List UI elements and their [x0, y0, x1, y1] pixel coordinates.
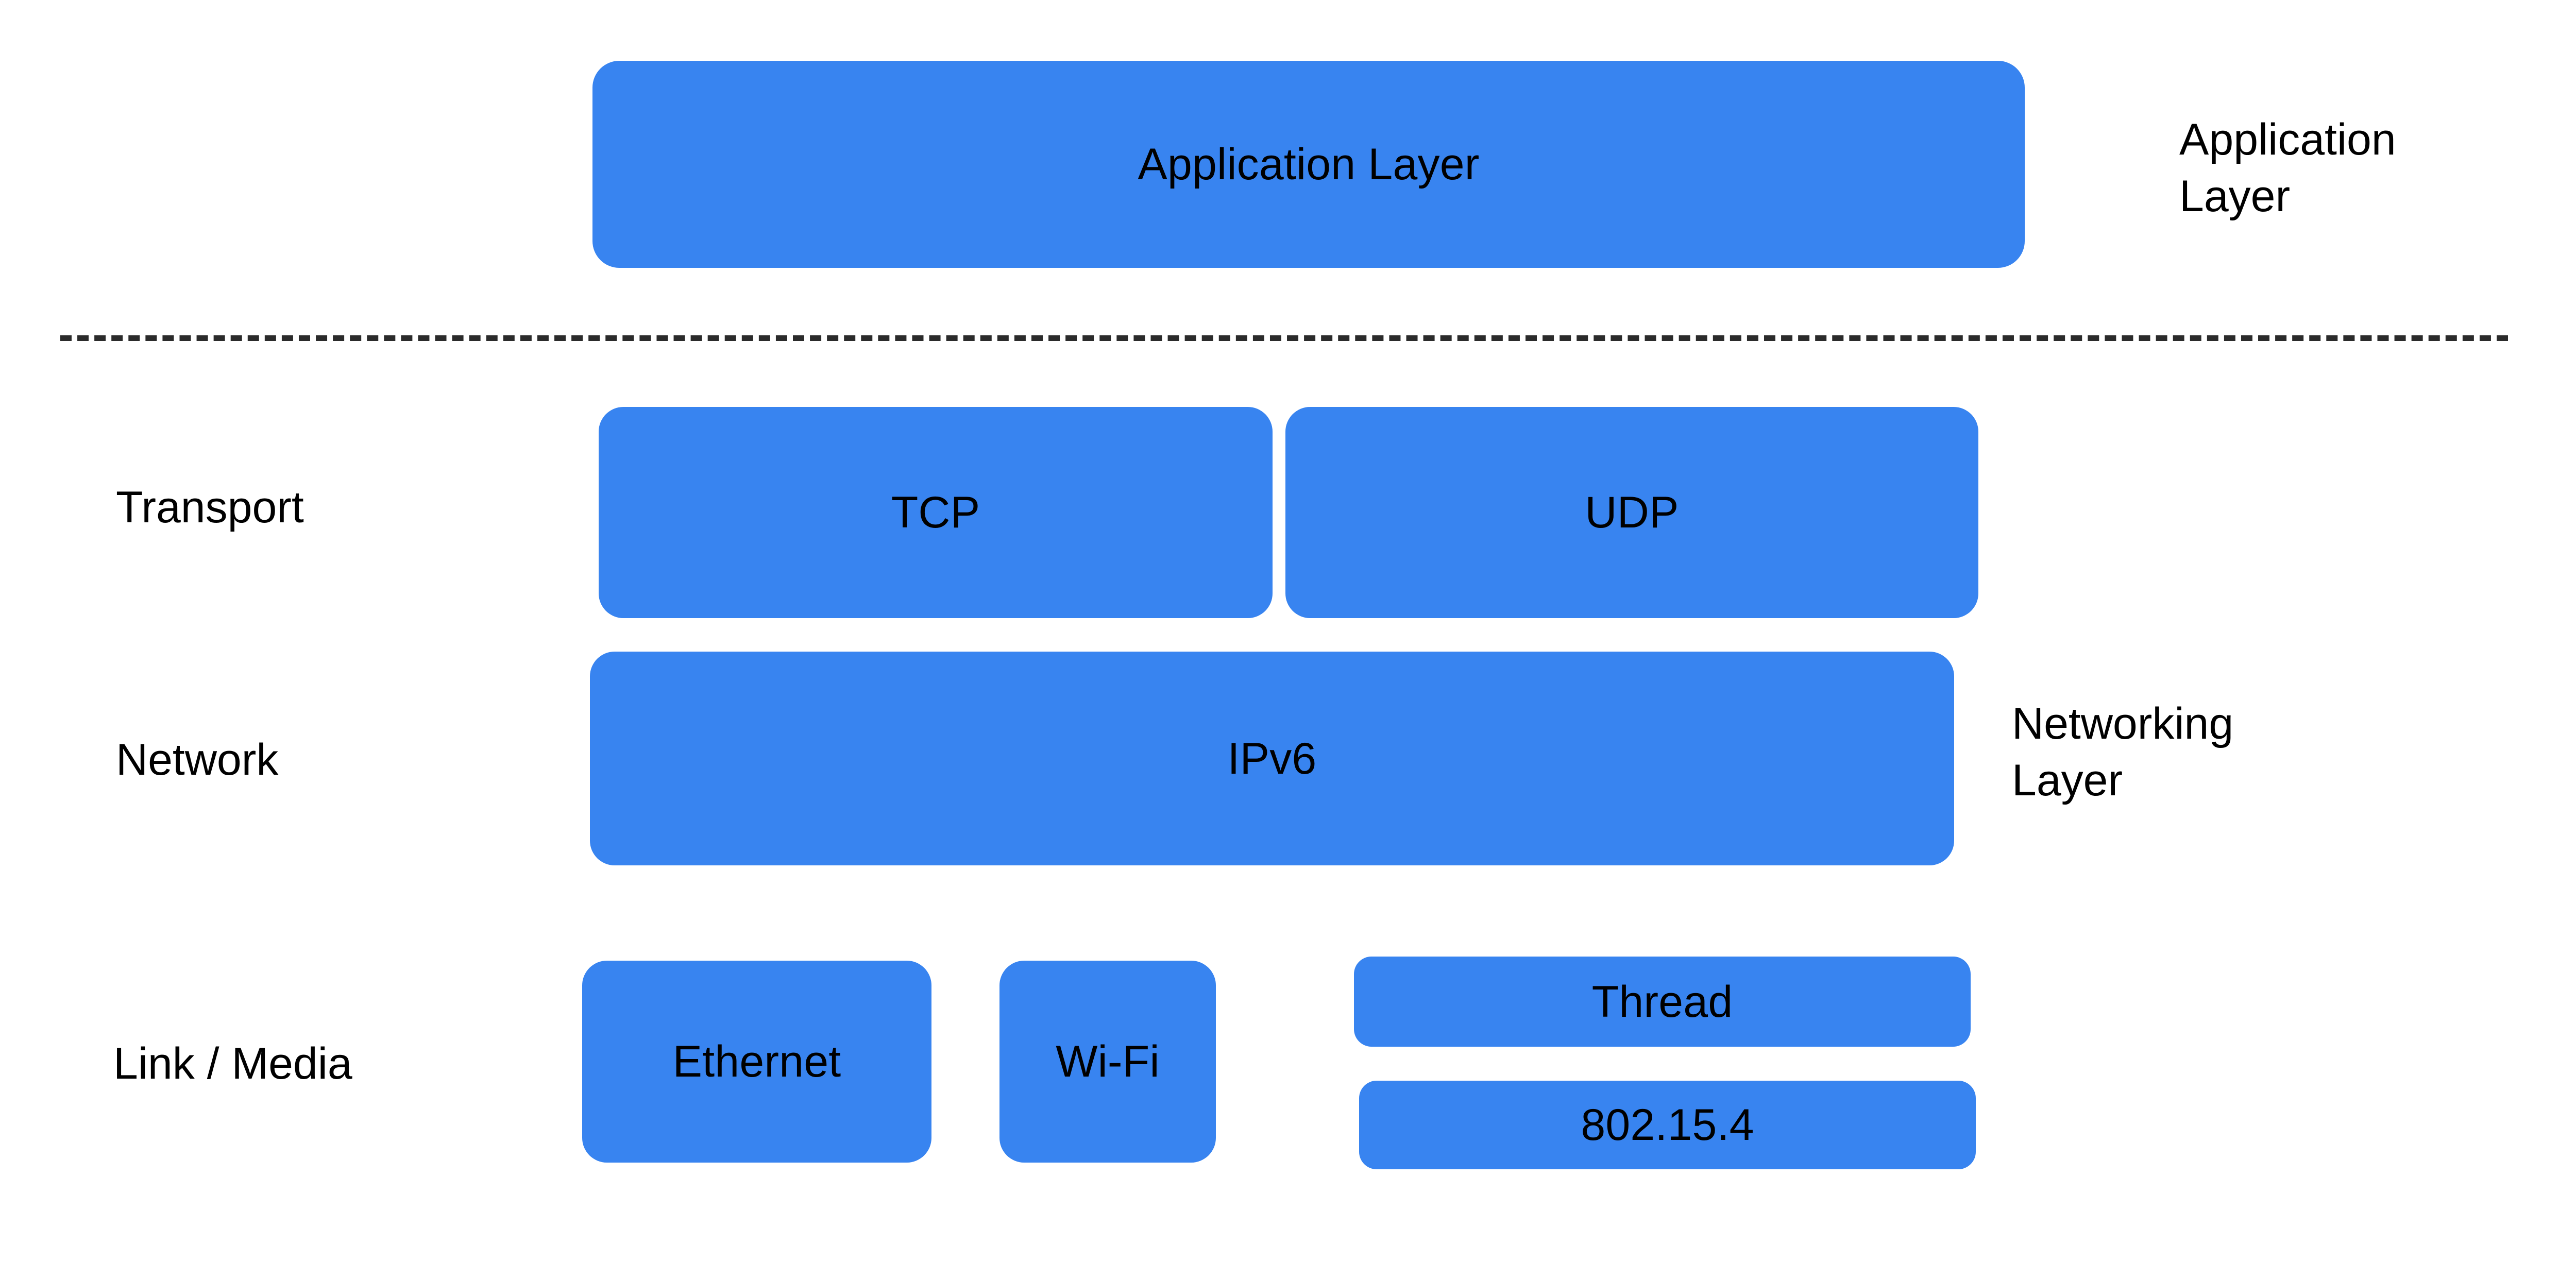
udp-box[interactable]: UDP	[1285, 407, 1978, 618]
side-label-application-line2: Layer	[2179, 172, 2291, 221]
ieee-802-15-4-box[interactable]: 802.15.4	[1359, 1081, 1976, 1169]
ethernet-box-label: Ethernet	[672, 1037, 841, 1086]
row-label-transport: Transport	[116, 483, 304, 532]
application-layer-box-label: Application Layer	[1138, 140, 1480, 189]
side-label-networking-line2: Layer	[2012, 756, 2123, 806]
wifi-box[interactable]: Wi-Fi	[999, 961, 1216, 1163]
wifi-box-label: Wi-Fi	[1056, 1037, 1160, 1086]
side-label-application-layer: Application Layer	[2179, 111, 2540, 225]
thread-box-label: Thread	[1591, 977, 1733, 1027]
row-label-link-media: Link / Media	[113, 1039, 352, 1088]
application-layer-box[interactable]: Application Layer	[592, 61, 2025, 268]
ipv6-box[interactable]: IPv6	[590, 652, 1954, 865]
dashed-divider	[60, 335, 2508, 341]
tcp-box-label: TCP	[891, 488, 980, 537]
udp-box-label: UDP	[1585, 488, 1679, 537]
ethernet-box[interactable]: Ethernet	[582, 961, 931, 1163]
tcp-box[interactable]: TCP	[599, 407, 1273, 618]
thread-box[interactable]: Thread	[1354, 957, 1971, 1047]
ipv6-box-label: IPv6	[1227, 734, 1317, 783]
side-label-application-line1: Application	[2179, 115, 2396, 164]
side-label-networking-layer: Networking Layer	[2012, 695, 2372, 809]
row-label-network: Network	[116, 735, 279, 785]
side-label-networking-line1: Networking	[2012, 699, 2234, 748]
ieee-802-15-4-box-label: 802.15.4	[1581, 1100, 1754, 1150]
